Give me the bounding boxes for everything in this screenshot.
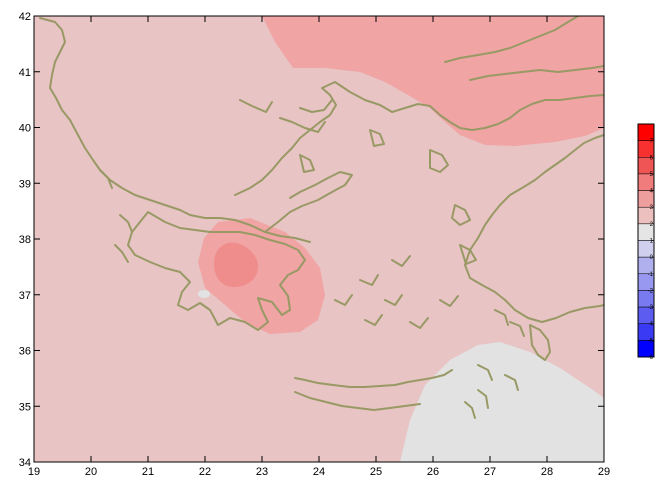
coastline-peloponnese — [127, 211, 306, 331]
colorbar-tick-label: 4 — [650, 189, 654, 195]
colorbar-tick-label: 5 — [650, 172, 654, 178]
coastline-anatolia-west — [464, 134, 604, 323]
colorbar-tick-label: -3 — [648, 305, 654, 311]
colorbar-tick-label: 1 — [650, 239, 654, 245]
y-axis-tick-labels: 34 35 36 37 38 39 40 41 42 — [19, 11, 31, 469]
y-tick-label: 36 — [19, 346, 31, 358]
x-tick-label: 29 — [598, 466, 610, 478]
coastline-albania-epirus-west — [39, 17, 181, 211]
y-tick-label: 40 — [19, 123, 31, 135]
contour-region-southeast — [400, 342, 604, 462]
y-tick-label: 42 — [19, 11, 31, 23]
coastline-chalkidiki — [239, 99, 333, 133]
coastlines — [39, 16, 604, 419]
coastline-dodecanese — [477, 309, 525, 391]
map-plot-area — [34, 16, 604, 462]
contour-region-northeast — [262, 16, 604, 146]
colorbar-tick-label: -1 — [648, 272, 654, 278]
y-tick-label: 37 — [19, 290, 31, 302]
coastline-attica-euboea — [264, 171, 353, 233]
x-tick-label: 19 — [28, 466, 40, 478]
x-tick-label: 20 — [85, 466, 97, 478]
y-tick-label: 39 — [19, 178, 31, 190]
x-tick-label: 28 — [541, 466, 553, 478]
coastline-cyclades — [334, 255, 459, 329]
coastline-crete — [294, 369, 453, 411]
colorbar-tick-label: -2 — [648, 288, 654, 294]
colorbar — [637, 123, 655, 358]
colorbar-tick-label: -4 — [648, 322, 654, 328]
colorbar-tick-label: 3 — [650, 205, 654, 211]
x-tick-label: 21 — [142, 466, 154, 478]
colorbar-labels: 7 6 5 4 3 2 1 0 -1 -2 -3 -4 -5 -6 — [648, 139, 654, 361]
coastline-rhodes — [529, 324, 551, 361]
colorbar-tick-label: -6 — [648, 355, 654, 361]
colorbar-tick-label: 2 — [650, 222, 654, 228]
coastline-marmara — [444, 16, 604, 81]
x-tick-label: 25 — [370, 466, 382, 478]
coastline-gulf-of-corinth-north — [179, 209, 311, 243]
colorbar-tick-label: 0 — [650, 255, 654, 261]
x-tick-label: 22 — [199, 466, 211, 478]
contour-spot-kyparissia — [198, 290, 210, 298]
coastline-karpathos — [464, 389, 489, 419]
y-tick-label: 38 — [19, 234, 31, 246]
x-axis-tick-labels: 19 20 21 22 23 24 25 26 27 28 29 — [28, 466, 610, 478]
colorbar-tick-label: 7 — [650, 139, 654, 145]
contour-region-peloponnese-core — [214, 242, 259, 287]
coastline-ionian-islands — [99, 169, 133, 263]
colorbar-tick-label: 6 — [650, 155, 654, 161]
coastline-thrace — [391, 94, 604, 131]
x-axis-ticks — [33, 16, 605, 462]
x-tick-label: 26 — [427, 466, 439, 478]
x-tick-label: 24 — [313, 466, 325, 478]
coastline-thessaly-macedonia — [234, 81, 393, 196]
y-axis-ticks — [34, 15, 604, 463]
y-tick-label: 41 — [19, 67, 31, 79]
x-tick-label: 27 — [484, 466, 496, 478]
y-tick-label: 34 — [19, 457, 31, 469]
coastline-north-aegean-islands — [299, 129, 477, 265]
x-tick-label: 23 — [256, 466, 268, 478]
y-tick-label: 35 — [19, 401, 31, 413]
colorbar-tick-label: -5 — [648, 338, 654, 344]
